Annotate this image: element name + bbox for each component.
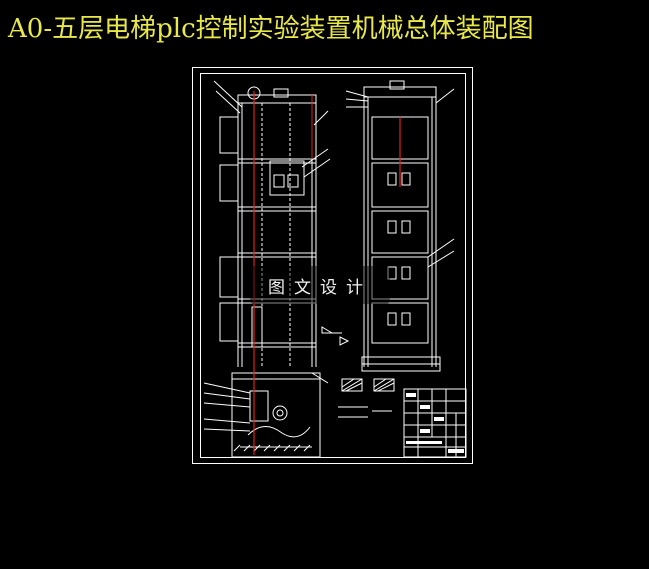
side-view [321, 80, 455, 372]
sheet-inner-frame [200, 73, 466, 458]
front-motor [273, 88, 289, 98]
front-top-beam [237, 94, 317, 104]
assembly-drawing [192, 67, 473, 464]
watermark-badge: 图文设计 [250, 266, 390, 304]
title-block [403, 388, 467, 458]
drawing-sheet[interactable] [192, 67, 473, 464]
section-details [338, 378, 395, 418]
front-view [203, 80, 331, 458]
front-base-frame [231, 372, 321, 458]
front-counterweight [251, 306, 263, 348]
page-title: A0-五层电梯plc控制实验装置机械总体装配图 [8, 14, 534, 44]
watermark-text: 图文设计 [268, 277, 372, 298]
side-top-machine [363, 86, 437, 98]
front-elevator-car [269, 160, 305, 196]
sheet-outer-border [192, 67, 473, 464]
